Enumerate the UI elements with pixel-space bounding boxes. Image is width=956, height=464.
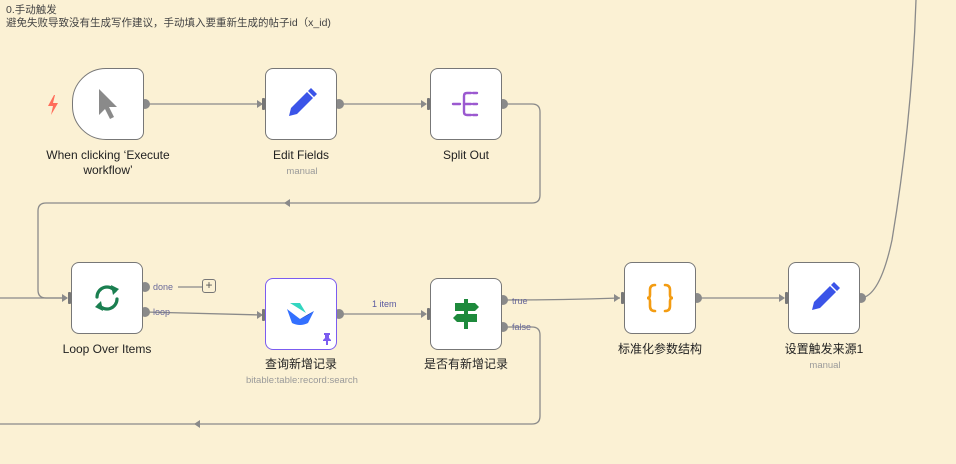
lark-icon (287, 303, 314, 325)
node-label-loop: Loop Over Items (62, 342, 152, 356)
node-label-edit-fields: Edit Fields (272, 148, 330, 162)
trigger-bolt-icon (48, 95, 58, 115)
cursor-icon (99, 89, 117, 119)
split-icon (451, 91, 479, 117)
edge-false-back (0, 326, 541, 425)
node-label-trigger-1: When clicking ‘Execute (46, 148, 170, 162)
node-label-set-source: 设置触发来源1 (784, 342, 864, 356)
node-sub-query: bitable:table:record:search (246, 375, 358, 386)
sticky-note-title: 0.手动触发 (6, 4, 57, 16)
node-sub-edit-fields: manual (286, 166, 318, 177)
signpost-icon (453, 299, 479, 329)
edge-loop-query (144, 311, 263, 316)
node-split-out[interactable] (430, 68, 502, 140)
edge-label-item-count: 1 item (372, 299, 397, 309)
node-label-trigger-2: workflow’ (83, 163, 133, 177)
node-label-if: 是否有新增记录 (423, 357, 508, 371)
edge-true-normalize (502, 297, 621, 301)
node-label-split-out: Split Out (442, 148, 490, 162)
node-edit-fields[interactable] (265, 68, 337, 140)
node-set-trigger-source[interactable] (788, 262, 860, 334)
braces-icon (646, 283, 674, 313)
pencil-icon (812, 282, 840, 310)
pencil-icon (289, 88, 317, 116)
port-label-false: false (512, 322, 532, 332)
loop-icon (95, 285, 119, 311)
node-normalize-params[interactable] (624, 262, 696, 334)
node-if-new-records[interactable] (430, 278, 502, 350)
port-label-loop: loop (153, 307, 171, 317)
port-label-true: true (512, 296, 528, 306)
pin-icon (323, 333, 331, 345)
port-label-done: done (153, 282, 174, 292)
node-sub-set-source: manual (809, 360, 841, 371)
node-manual-trigger[interactable] (72, 68, 144, 140)
node-label-normalize: 标准化参数结构 (617, 342, 702, 356)
edge-set-up (860, 0, 917, 299)
node-label-query: 查询新增记录 (264, 357, 337, 371)
add-node-button[interactable]: + (202, 279, 216, 293)
sticky-note-body: 避免失败导致没有生成写作建议，手动填入要重新生成的帖子id（x_id) (6, 17, 331, 29)
node-loop-over-items[interactable] (71, 262, 143, 334)
